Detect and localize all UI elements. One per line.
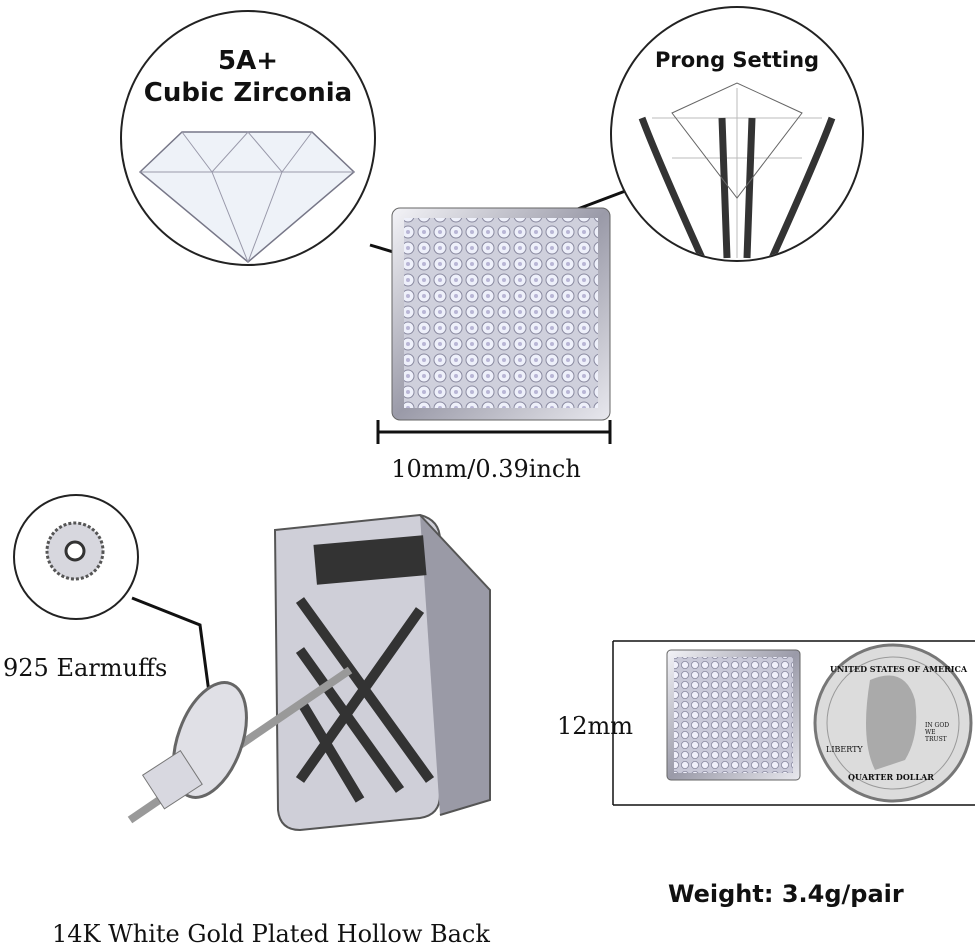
prong-label: Prong Setting	[654, 48, 820, 72]
earmuff-image	[45, 521, 105, 581]
weight-label: Weight: 3.4g/pair	[668, 880, 904, 908]
coin-motto: IN GOD WE TRUST	[925, 722, 950, 743]
zirconia-grade: 5A+	[218, 46, 278, 76]
back-description: 14K White Gold Plated Hollow Back	[52, 920, 490, 948]
prong-setting-sketch	[638, 82, 836, 260]
coin-liberty: LIBERTY	[826, 745, 863, 754]
earmuffs-label: 925 Earmuffs	[3, 654, 168, 682]
size-comparison-box	[612, 640, 975, 806]
cubic-zirconia-callout: 5A+ Cubic Zirconia	[120, 10, 376, 266]
height-label: 12mm	[557, 712, 634, 740]
coin-top-text: UNITED STATES OF AMERICA	[830, 664, 968, 674]
width-label: 10mm/0.39inch	[391, 455, 581, 483]
width-dimension-line	[376, 420, 612, 444]
coin-bottom-text: QUARTER DOLLAR	[848, 772, 934, 782]
prong-setting-callout: Prong Setting	[610, 6, 864, 262]
earring-side-image	[127, 513, 491, 832]
earmuff-callout	[13, 494, 139, 620]
diamond-image	[138, 131, 356, 264]
zirconia-label: Cubic Zirconia	[143, 78, 353, 108]
earring-front-image	[391, 207, 611, 421]
